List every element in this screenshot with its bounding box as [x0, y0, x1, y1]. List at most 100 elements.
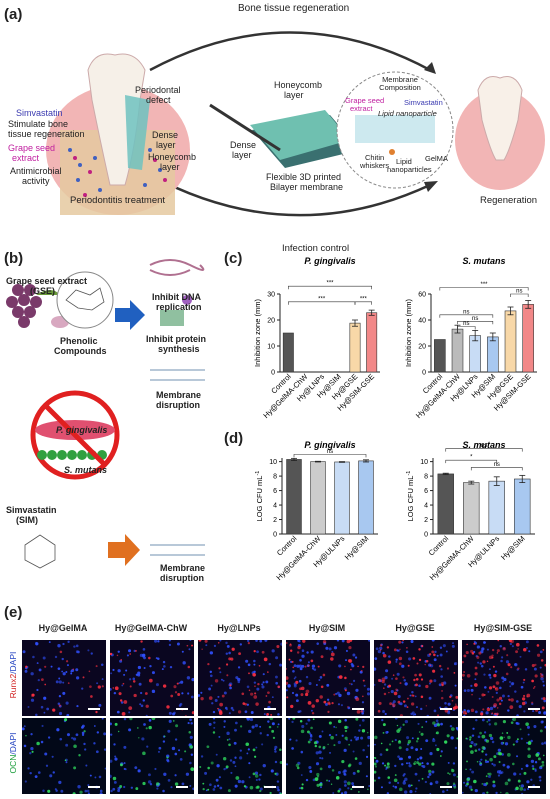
nucleus-dot — [234, 765, 237, 768]
signal-dot — [112, 687, 115, 689]
nucleus-dot — [182, 661, 186, 665]
nucleus-dot — [343, 748, 347, 753]
nucleus-dot — [215, 778, 219, 782]
nucleus-dot — [379, 646, 383, 650]
nucleus-dot — [374, 657, 378, 660]
signal-dot — [253, 695, 258, 699]
signal-dot — [502, 646, 506, 651]
nucleus-dot — [495, 691, 498, 695]
nucleus-dot — [347, 787, 350, 790]
nucleus-dot — [394, 785, 398, 789]
signal-dot — [218, 710, 223, 714]
signal-dot — [491, 656, 494, 659]
signal-dot — [82, 676, 85, 679]
nucleus-dot — [58, 780, 62, 785]
nucleus-dot — [123, 717, 127, 721]
nucleus-dot — [363, 684, 366, 687]
nucleus-dot — [261, 683, 264, 686]
nucleus-dot — [409, 694, 412, 697]
nucleus-dot — [414, 772, 418, 776]
signal-dot — [456, 737, 459, 740]
nucleus-dot — [539, 666, 542, 669]
nucleus-dot — [424, 780, 428, 784]
nucleus-dot — [292, 669, 295, 673]
nucleus-dot — [148, 773, 151, 777]
nucleus-dot — [434, 650, 437, 654]
scale-bar — [176, 708, 188, 710]
panel-a-illustration — [46, 31, 545, 217]
membrane-disruption-b-label-2: disruption — [160, 573, 204, 583]
chitin-label: Chitin — [365, 153, 385, 162]
signal-dot — [296, 651, 300, 654]
nucleus-dot — [439, 646, 443, 649]
nucleus-dot — [178, 749, 181, 752]
nucleus-dot — [353, 735, 357, 739]
nucleus-dot — [520, 784, 525, 788]
signal-dot — [481, 783, 484, 785]
signal-dot — [249, 785, 254, 790]
y-tick-label: 10 — [267, 344, 275, 351]
nucleus-dot — [24, 669, 28, 673]
signal-dot — [191, 711, 195, 715]
col-label-2: Hy@LNPs — [217, 623, 261, 633]
signal-dot — [493, 673, 497, 678]
signal-dot — [316, 783, 320, 787]
y-tick-label: 2 — [273, 517, 277, 524]
nucleus-dot — [351, 782, 355, 785]
signal-dot — [239, 725, 243, 728]
nucleus-dot — [87, 649, 90, 652]
nucleus-dot — [491, 740, 495, 744]
signal-dot — [367, 788, 369, 791]
nucleus-dot — [318, 679, 321, 681]
nucleus-dot — [205, 789, 208, 792]
bar — [366, 312, 378, 373]
nucleus-dot — [332, 792, 335, 794]
signal-dot — [382, 653, 387, 658]
signal-dot — [208, 696, 213, 700]
nucleus-dot — [54, 655, 58, 659]
nucleus-dot — [544, 725, 547, 729]
signal-dot — [384, 764, 387, 767]
nucleus-dot — [178, 681, 181, 685]
signal-dot — [378, 701, 382, 705]
nucleus-dot — [140, 704, 144, 708]
nucleus-dot — [37, 771, 41, 774]
signal-dot — [521, 701, 526, 706]
signal-dot — [305, 689, 310, 694]
nucleus-dot — [125, 669, 128, 672]
signal-dot — [446, 734, 450, 738]
signal-dot — [399, 714, 404, 718]
signal-dot — [387, 776, 391, 779]
nucleus-dot — [488, 668, 491, 671]
significance-label: ns — [494, 462, 500, 468]
signal-dot — [267, 671, 269, 673]
signal-dot — [391, 740, 394, 743]
nucleus-dot — [375, 647, 379, 651]
signal-dot — [151, 716, 156, 721]
nucleus-dot — [309, 738, 313, 742]
nucleus-dot — [188, 648, 191, 651]
signal-dot — [129, 717, 133, 721]
nucleus-dot — [233, 741, 237, 745]
lipid-label-2: nanoparticles — [387, 165, 432, 174]
signal-dot — [518, 785, 521, 787]
micrograph-r2-c2 — [108, 716, 195, 794]
nucleus-dot — [484, 641, 487, 644]
signal-dot — [200, 697, 204, 701]
nucleus-dot — [126, 654, 129, 657]
nucleus-dot — [87, 792, 91, 795]
nucleus-dot — [81, 731, 85, 735]
nucleus-dot — [350, 739, 353, 742]
signal-dot — [311, 704, 315, 708]
nucleus-dot — [386, 792, 390, 795]
nucleus-dot — [411, 737, 414, 740]
nucleus-dot — [70, 672, 73, 675]
scale-bar — [264, 786, 276, 788]
y-tick-label: 10 — [420, 459, 428, 466]
nucleus-dot — [200, 755, 204, 758]
nucleus-dot — [420, 748, 423, 751]
signal-dot — [485, 759, 487, 761]
nucleus-dot — [412, 713, 415, 716]
signal-dot — [474, 666, 478, 670]
nucleus-dot — [117, 650, 120, 653]
